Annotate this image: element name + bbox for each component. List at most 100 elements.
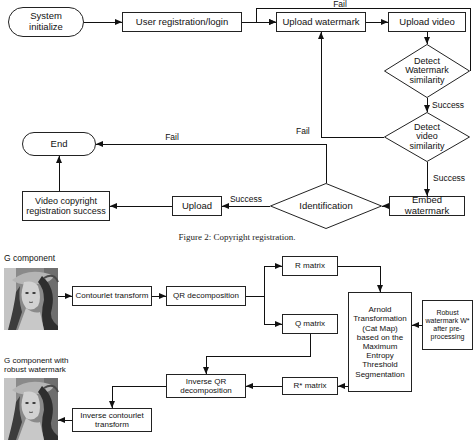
node-body: R matrix bbox=[283, 257, 337, 275]
connector-arrow bbox=[246, 266, 282, 296]
image-heading: G component bbox=[4, 254, 64, 264]
node-body: QR decomposition bbox=[167, 287, 245, 305]
connector-arrow bbox=[256, 8, 470, 71]
process-box: Contourlet transform bbox=[72, 286, 152, 306]
node-body: Inverse contourlet transform bbox=[73, 409, 151, 431]
connector-arrow bbox=[338, 266, 380, 292]
connector-arrow bbox=[112, 386, 166, 408]
node-body: Robust watermark W* after pre-processing bbox=[423, 301, 472, 349]
connector-arrow bbox=[246, 386, 282, 387]
node-body: Embed watermark bbox=[390, 197, 464, 215]
node-text: QR decomposition bbox=[173, 291, 239, 300]
process-box: User registration/login bbox=[122, 12, 242, 32]
node-text: Identification bbox=[299, 201, 352, 211]
image-panel: G component with robust watermark bbox=[4, 356, 58, 440]
edge-label: Fail bbox=[333, 0, 347, 9]
diamond-shape bbox=[385, 45, 470, 98]
node-text: Video copyright registration success bbox=[25, 196, 107, 217]
edge-label: Success bbox=[432, 101, 464, 110]
edge-label: Fail bbox=[296, 127, 310, 136]
node-text: Inverse QR decomposition bbox=[169, 377, 243, 395]
connector-arrow bbox=[152, 296, 166, 297]
connector-arrow bbox=[58, 296, 72, 297]
input-box: Robust watermark W* after pre-processing bbox=[422, 300, 473, 350]
matrix-box: R* matrix bbox=[282, 377, 338, 395]
decision-diamond: Detect Watermark similarity bbox=[384, 44, 470, 98]
connector-arrow bbox=[59, 156, 60, 191]
diamond-shape bbox=[385, 113, 470, 162]
connector-arrow bbox=[321, 32, 384, 137]
node-text: Detect video similarity bbox=[404, 123, 450, 151]
lena-image bbox=[4, 378, 58, 440]
node-body: System initialize bbox=[9, 8, 83, 36]
node-text: Arnold Transformation (Cat Map) based on… bbox=[351, 305, 409, 379]
node-text: System initialize bbox=[16, 11, 76, 33]
connector-arrow bbox=[222, 206, 270, 207]
node-text: User registration/login bbox=[136, 17, 228, 28]
node-text: Contourlet transform bbox=[76, 291, 149, 300]
connector-arrow bbox=[412, 325, 422, 326]
node-text: End bbox=[51, 139, 68, 150]
connector-arrow bbox=[338, 386, 348, 387]
node-text: R* matrix bbox=[294, 381, 327, 390]
node-text: Inverse contourlet transform bbox=[75, 411, 149, 429]
image-panel: G component bbox=[4, 254, 58, 330]
process-box: QR decomposition bbox=[166, 286, 246, 306]
connector-arrow bbox=[382, 206, 389, 207]
process-box: Embed watermark bbox=[389, 196, 465, 216]
image-heading: G component with robust watermark bbox=[4, 356, 76, 374]
node-body: Inverse QR decomposition bbox=[167, 375, 245, 397]
node-text: Q matrix bbox=[295, 319, 325, 328]
connector-arrow bbox=[96, 144, 326, 183]
lena-image bbox=[4, 268, 58, 330]
node-body: G component with robust watermark bbox=[4, 356, 58, 440]
node-body: Contourlet transform bbox=[73, 287, 151, 305]
edge-label: Success bbox=[230, 195, 262, 204]
connector-arrow bbox=[427, 162, 428, 196]
process-box: Inverse QR decomposition bbox=[166, 374, 246, 398]
connector-arrow bbox=[427, 98, 428, 112]
node-body: User registration/login bbox=[123, 13, 241, 31]
node-body: Q matrix bbox=[283, 315, 337, 333]
node-body: Detect video similarity bbox=[384, 112, 470, 162]
decision-diamond: Detect video similarity bbox=[384, 112, 470, 162]
edge-label: Success bbox=[433, 174, 465, 183]
node-body: Detect Watermark similarity bbox=[384, 44, 470, 98]
start-terminal: System initialize bbox=[8, 7, 84, 37]
connector-arrow bbox=[206, 334, 310, 374]
process-box: Video copyright registration success bbox=[22, 191, 110, 221]
connector-arrow bbox=[84, 22, 122, 23]
node-text: Detect Watermark similarity bbox=[403, 57, 451, 85]
decision-diamond: Identification bbox=[270, 183, 382, 229]
node-body: Arnold Transformation (Cat Map) based on… bbox=[349, 293, 411, 391]
node-body: Identification bbox=[270, 183, 382, 229]
node-text: Embed watermark bbox=[392, 195, 462, 217]
node-body: End bbox=[23, 133, 95, 155]
process-box: Inverse contourlet transform bbox=[72, 408, 152, 432]
matrix-box: Q matrix bbox=[282, 314, 338, 334]
node-text: Upload watermark bbox=[282, 17, 359, 28]
node-body: Video copyright registration success bbox=[23, 192, 109, 220]
node-text: Upload bbox=[182, 201, 212, 212]
connector-arrow bbox=[110, 206, 172, 207]
node-text: Robust watermark W* after pre-processing bbox=[425, 309, 470, 341]
figure-caption: Figure 2: Copyright registration. bbox=[0, 232, 474, 242]
connector-arrow bbox=[58, 420, 72, 421]
process-box: Upload video bbox=[388, 12, 466, 32]
process-box: Upload watermark bbox=[276, 12, 366, 32]
process-box: Upload bbox=[172, 196, 222, 216]
connector-arrow bbox=[366, 22, 388, 23]
connector-arrow bbox=[242, 22, 276, 23]
node-body: Upload bbox=[173, 197, 221, 215]
diamond-shape bbox=[271, 184, 382, 229]
connector-arrow bbox=[246, 296, 282, 324]
node-text: Upload video bbox=[399, 17, 454, 28]
matrix-box: R matrix bbox=[282, 256, 338, 276]
node-text: R matrix bbox=[295, 261, 325, 270]
process-box: Arnold Transformation (Cat Map) based on… bbox=[348, 292, 412, 392]
connector-arrow bbox=[427, 32, 428, 44]
